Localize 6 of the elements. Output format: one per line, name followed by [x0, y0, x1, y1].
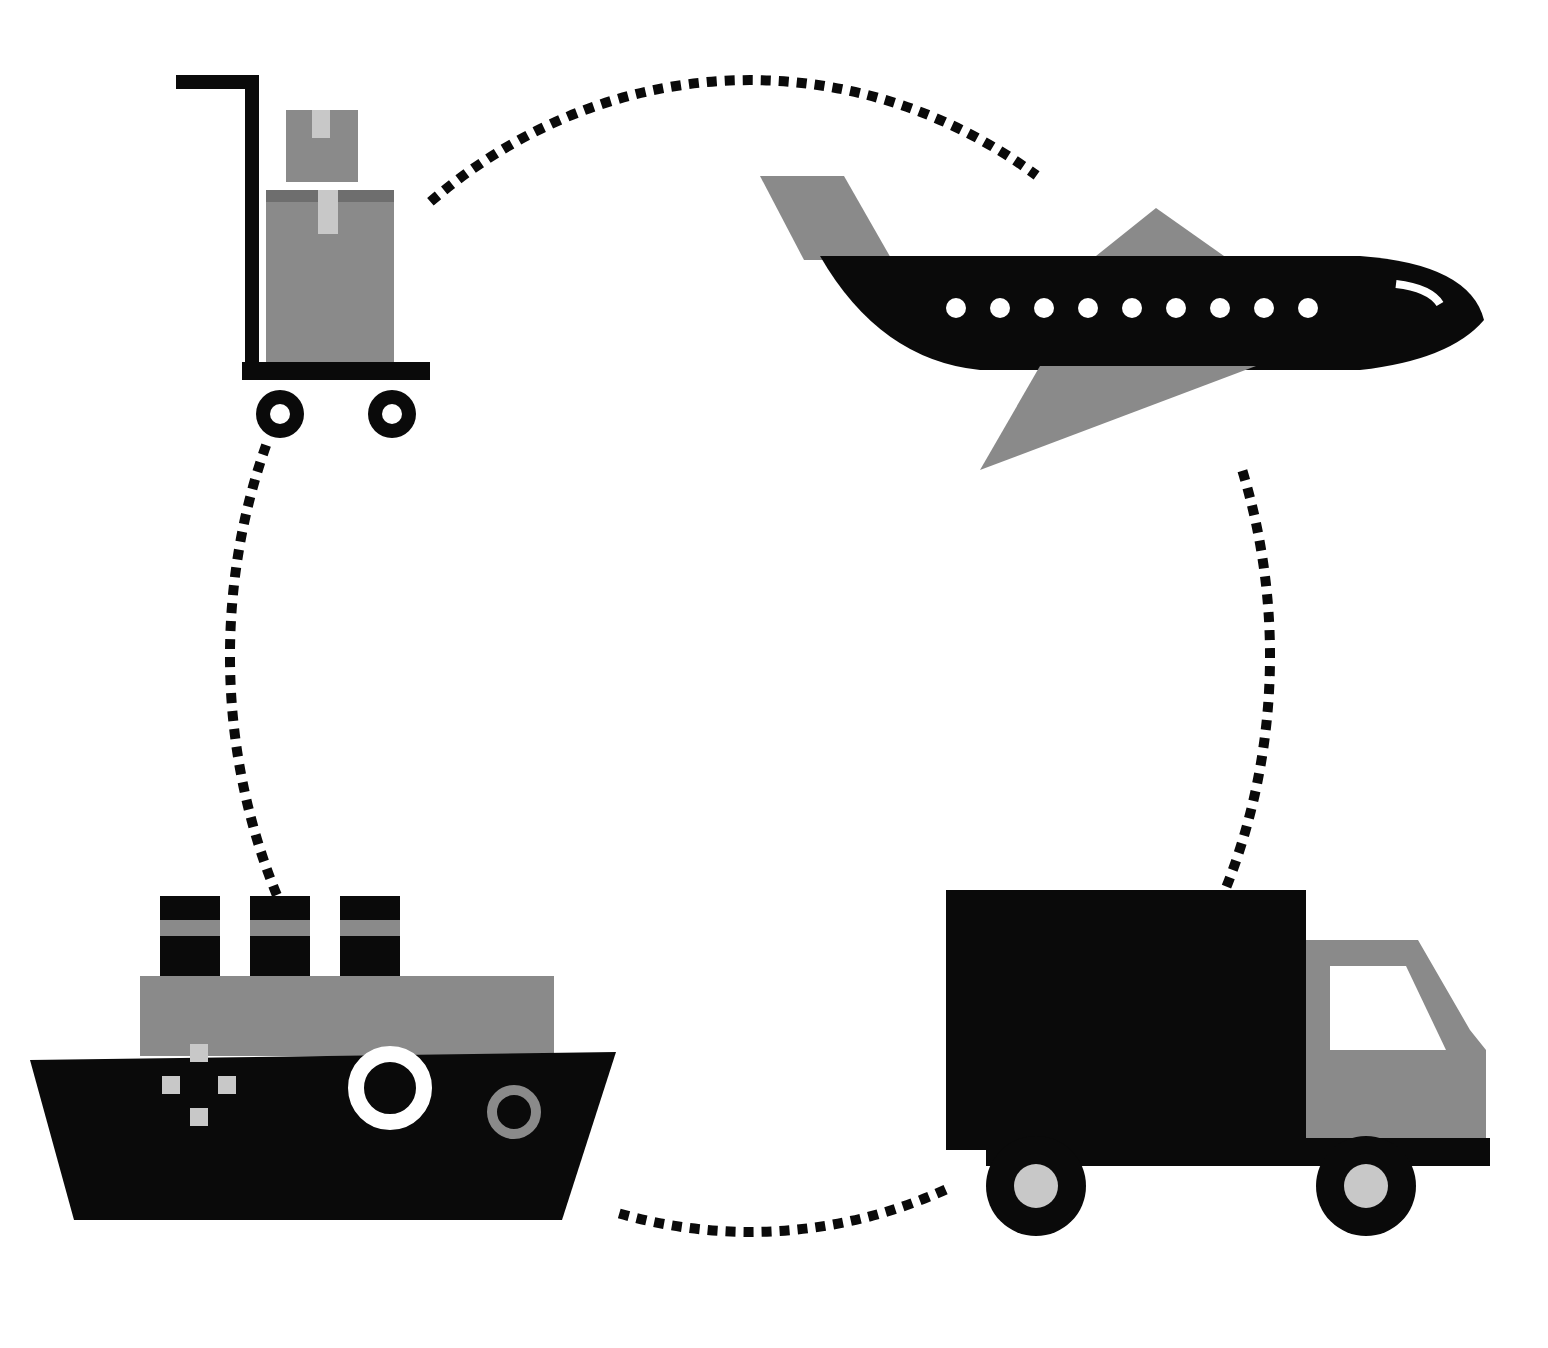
hand-truck-drawing [176, 70, 430, 444]
ship-drawing [30, 896, 616, 1224]
dotted-connector-line [615, 1184, 948, 1237]
dotted-connector-line [427, 75, 1040, 206]
airplane-drawing [760, 176, 1484, 470]
dotted-connector-line [1220, 469, 1275, 891]
